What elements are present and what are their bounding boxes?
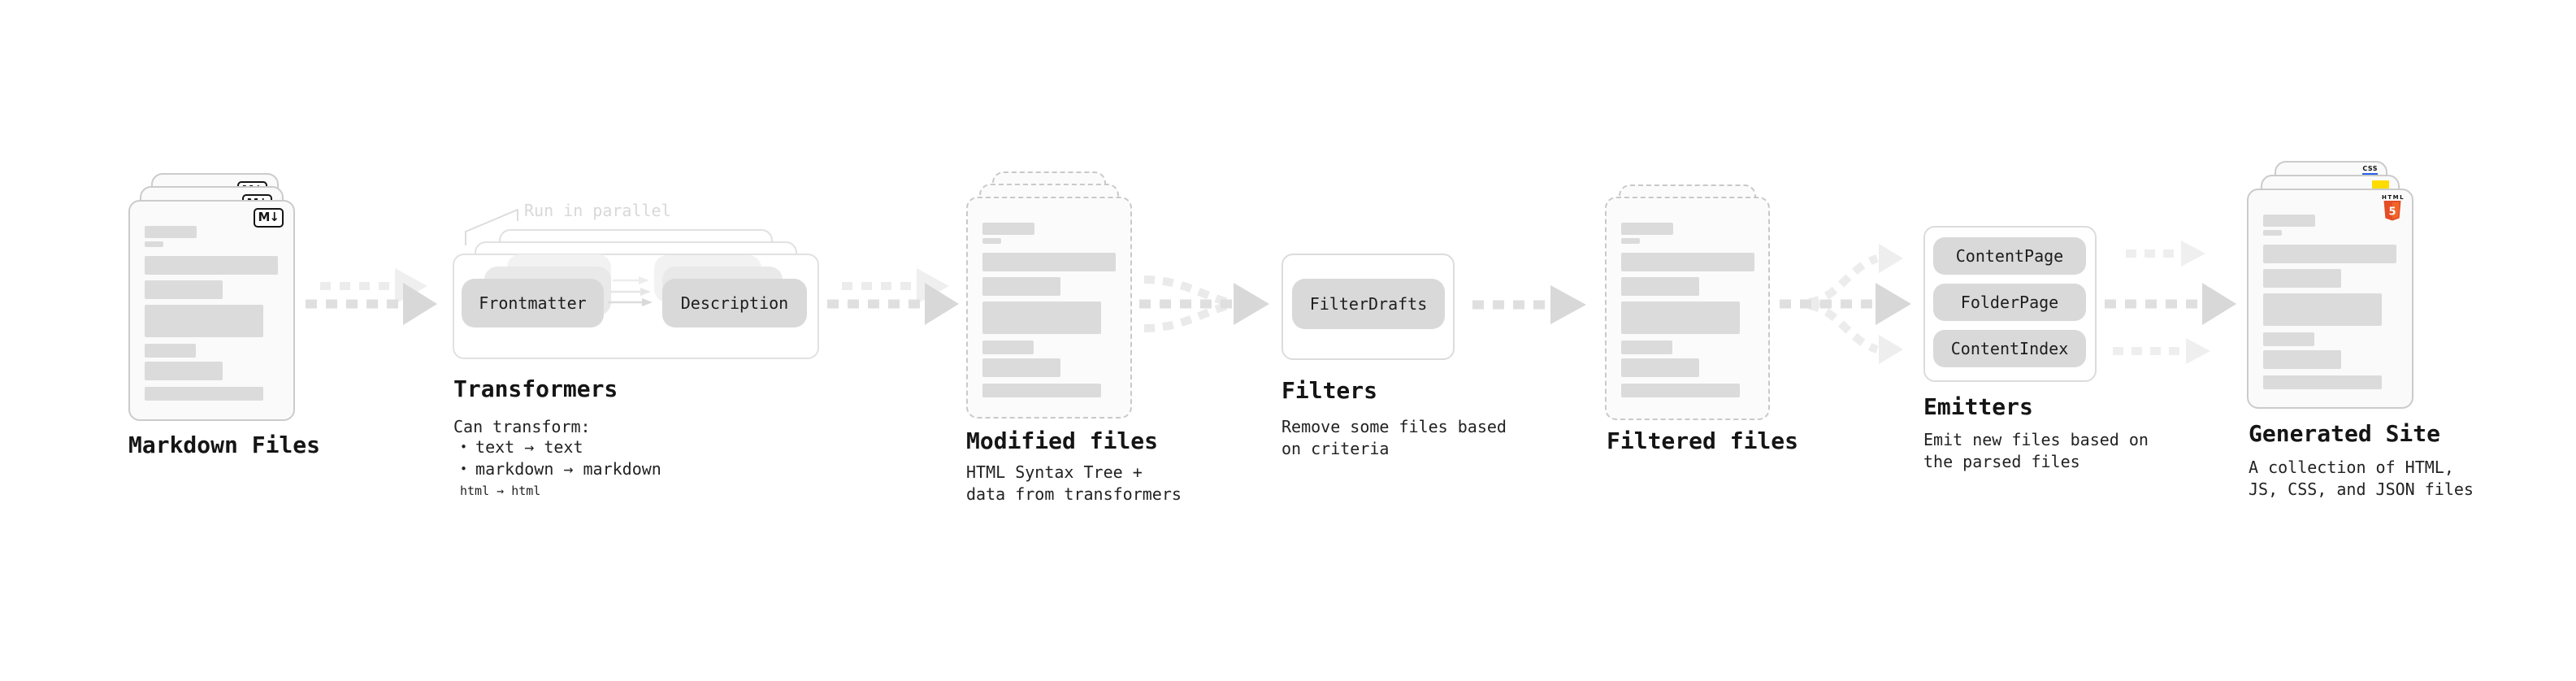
stage-description: Can transform:	[453, 417, 591, 436]
js-icon	[2372, 180, 2389, 189]
arrow-emitters-to-generated	[2105, 241, 2236, 364]
placeholder-lines	[130, 202, 293, 419]
arrow-transformers-to-modified	[827, 268, 959, 325]
css-icon: CSS	[2362, 165, 2378, 176]
arrow-filters-to-filtered	[1472, 285, 1586, 324]
html5-caption: HTML	[2382, 194, 2405, 201]
stage-title: Emitters	[1923, 393, 2033, 420]
html5-icon: HTML 5	[2382, 194, 2405, 226]
parallel-arrows-icon	[608, 276, 653, 306]
bullet-icon: html → html	[460, 484, 541, 498]
arrow-fan-in-modified-to-filters	[1139, 275, 1269, 332]
arrow-fan-out-filtered-to-emitters	[1780, 244, 1911, 364]
transform-bullet: html → html	[460, 480, 661, 502]
description-line: data from transformers	[966, 484, 1182, 504]
description-line: A collection of HTML,	[2249, 458, 2454, 477]
stage-description: A collection of HTML, JS, CSS, and JSON …	[2249, 457, 2474, 501]
stage-description: Remove some files based on criteria	[1281, 416, 1507, 460]
file-card-front	[1605, 197, 1770, 420]
stage-title: Modified files	[966, 427, 1159, 454]
stage-title: Generated Site	[2249, 420, 2441, 447]
emitter-pill-folderpage: FolderPage	[1933, 284, 2086, 321]
markdown-icon: M↓	[253, 208, 284, 228]
description-line: Emit new files based on	[1923, 430, 2149, 449]
stage-description: Emit new files based on the parsed files	[1923, 429, 2149, 473]
placeholder-lines	[1607, 198, 1768, 419]
stage-description: HTML Syntax Tree + data from transformer…	[966, 462, 1182, 505]
file-card-front: HTML 5	[2247, 189, 2413, 409]
file-card-front	[966, 197, 1132, 419]
emitter-pill-contentindex: ContentIndex	[1933, 330, 2086, 367]
filter-pill-filterdrafts: FilterDrafts	[1292, 279, 1445, 329]
transformer-pill-description: Description	[662, 279, 807, 327]
bullet-text: markdown → markdown	[475, 459, 661, 479]
bullet-text: text → text	[475, 437, 583, 457]
bullet-icon: •	[460, 462, 468, 476]
file-card-front: M↓	[128, 200, 295, 421]
description-line: the parsed files	[1923, 452, 2080, 471]
description-line: HTML Syntax Tree +	[966, 462, 1143, 482]
bullet-icon: •	[460, 440, 468, 454]
transform-bullet-list: • text → text • markdown → markdown html →…	[460, 436, 661, 502]
transformer-pill-frontmatter: Frontmatter	[462, 279, 604, 327]
note-connector-line	[465, 209, 518, 245]
stage-title: Filtered files	[1607, 427, 1799, 454]
transform-bullet: • text → text	[460, 436, 661, 458]
svg-text:5: 5	[2388, 206, 2396, 219]
placeholder-lines	[2249, 190, 2412, 407]
stage-title: Markdown Files	[128, 432, 321, 458]
description-line: Remove some files based	[1281, 417, 1507, 436]
run-in-parallel-note: Run in parallel	[524, 201, 671, 220]
stage-title: Filters	[1281, 377, 1378, 404]
arrow-markdown-to-transformers	[306, 268, 437, 325]
description-line: on criteria	[1281, 439, 1390, 458]
emitter-pill-contentpage: ContentPage	[1933, 237, 2086, 275]
placeholder-lines	[968, 198, 1130, 417]
description-line: JS, CSS, and JSON files	[2249, 479, 2474, 499]
stage-title: Transformers	[453, 375, 618, 402]
transform-bullet: • markdown → markdown	[460, 458, 661, 480]
